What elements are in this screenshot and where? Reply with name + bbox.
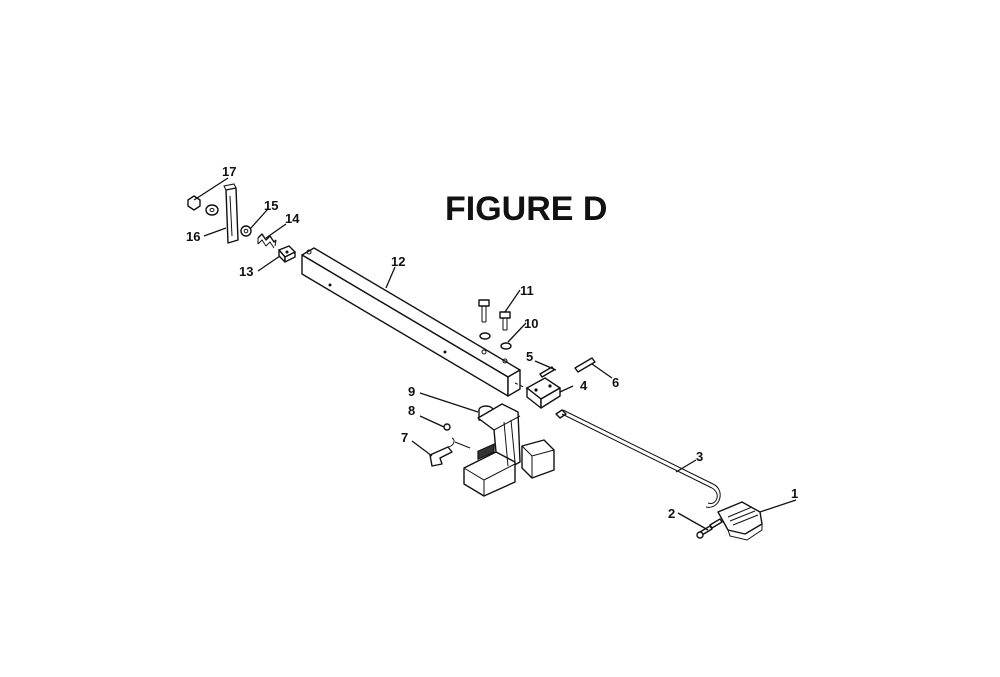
callout-8: 8 [408, 403, 415, 418]
part-10-washer-right [500, 342, 512, 350]
callout-11: 11 [520, 283, 534, 298]
callout-1: 1 [791, 486, 798, 501]
part-10-washer-left [479, 332, 491, 340]
figure-title: FIGURE D [445, 190, 607, 228]
callout-7: 7 [401, 430, 408, 445]
part-11-bolt-right [499, 311, 511, 331]
callout-15: 15 [264, 198, 278, 213]
part-6-pin [574, 357, 596, 373]
part-2-screws [696, 518, 723, 539]
part-7-clip [429, 437, 455, 467]
part-3-rod [555, 409, 721, 508]
part-12-rail [301, 247, 521, 397]
callout-17: 17 [222, 164, 236, 179]
callout-6: 6 [612, 375, 619, 390]
part-14-spring [257, 233, 277, 249]
callout-2: 2 [668, 506, 675, 521]
callout-10: 10 [524, 316, 538, 331]
part-1-handle [717, 501, 763, 541]
callout-12: 12 [391, 254, 405, 269]
part-13-block [278, 245, 296, 263]
base-casting [463, 403, 555, 497]
part-4-bracket [526, 377, 561, 409]
callout-3: 3 [696, 449, 703, 464]
callout-5: 5 [526, 349, 533, 364]
callout-9: 9 [408, 384, 415, 399]
part-15-washer [240, 225, 252, 237]
callout-4: 4 [580, 378, 588, 393]
part-11-bolt-left [478, 299, 490, 323]
callout-16: 16 [186, 229, 200, 244]
part-16-bracket [223, 183, 239, 244]
part-5-pin [539, 366, 555, 378]
part-8-ball [443, 423, 451, 431]
part-17-nut [187, 195, 201, 211]
callout-13: 13 [239, 264, 253, 279]
callout-14: 14 [285, 211, 300, 226]
part-17-washer [205, 204, 219, 216]
